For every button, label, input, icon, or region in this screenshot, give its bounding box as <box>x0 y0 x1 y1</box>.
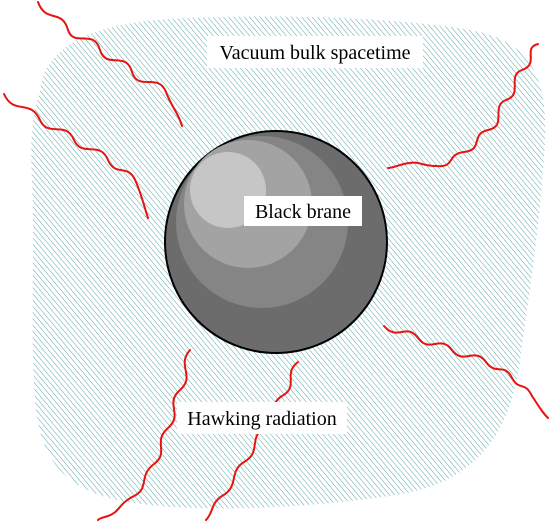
black-brane-sphere <box>164 130 388 354</box>
radiation-wave-top-left <box>37 1 183 127</box>
radiation-label: Hawking radiation <box>177 402 347 434</box>
bulk-label: Vacuum bulk spacetime <box>207 36 423 68</box>
brane-label-text: Black brane <box>255 201 351 223</box>
radiation-wave-bottom-left <box>97 349 191 521</box>
radiation-wave-bottom-right <box>383 325 549 419</box>
hawking-radiation-waves <box>3 1 549 521</box>
bulk-label-background <box>207 36 423 68</box>
radiation-wave-left <box>3 93 149 219</box>
radiation-label-background <box>177 402 347 434</box>
radiation-label-text: Hawking radiation <box>187 408 336 430</box>
radiation-wave-top-right <box>387 43 539 169</box>
brane-label: Black brane <box>244 196 362 226</box>
bulk-label-text: Vacuum bulk spacetime <box>219 42 410 64</box>
radiation-wave-bottom-center <box>205 361 299 521</box>
brane-label-background <box>244 196 362 226</box>
